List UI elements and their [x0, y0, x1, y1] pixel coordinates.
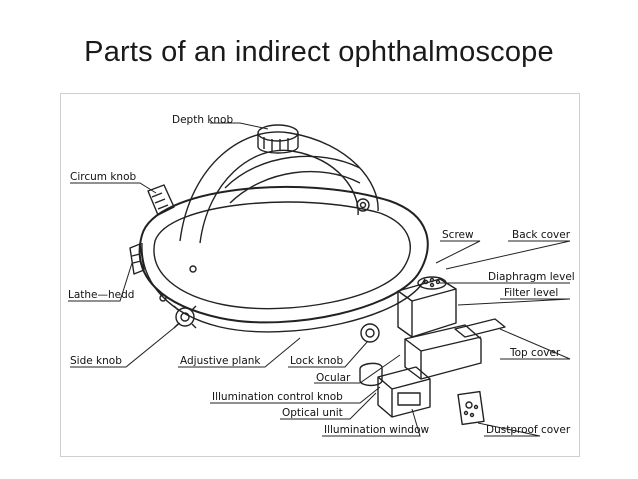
label-filter-level: Filter level — [504, 287, 558, 299]
headband-drawing — [129, 124, 506, 426]
label-side-knob: Side knob — [70, 355, 122, 367]
slide-title: Parts of an indirect ophthalmoscope — [84, 36, 554, 68]
label-ocular: Ocular — [316, 372, 351, 384]
label-screw: Screw — [442, 229, 474, 241]
label-depth-knob: Depth knob — [172, 114, 233, 126]
label-illumination-control-knob: Illumination control knob — [212, 391, 343, 403]
leader-lines — [68, 122, 571, 437]
label-adjustive-plank: Adjustive plank — [180, 355, 261, 367]
label-dustproof-cover: Dustproof cover — [486, 424, 571, 436]
label-diaphragm-level: Diaphragm level — [488, 271, 575, 283]
ophthalmoscope-diagram: Depth knob Circum knob Lathe—hedd Side k… — [60, 93, 580, 457]
label-back-cover: Back cover — [512, 229, 571, 241]
diagram-labels: Depth knob Circum knob Lathe—hedd Side k… — [68, 114, 575, 436]
label-optical-unit: Optical unit — [282, 407, 343, 419]
diagram-canvas: Depth knob Circum knob Lathe—hedd Side k… — [60, 93, 580, 457]
label-circum-knob: Circum knob — [70, 171, 136, 183]
label-illumination-window: Illumination window — [324, 424, 430, 436]
label-lock-knob: Lock knob — [290, 355, 343, 367]
label-lathe-hedd: Lathe—hedd — [68, 289, 134, 301]
label-top-cover: Top cover — [509, 347, 561, 359]
